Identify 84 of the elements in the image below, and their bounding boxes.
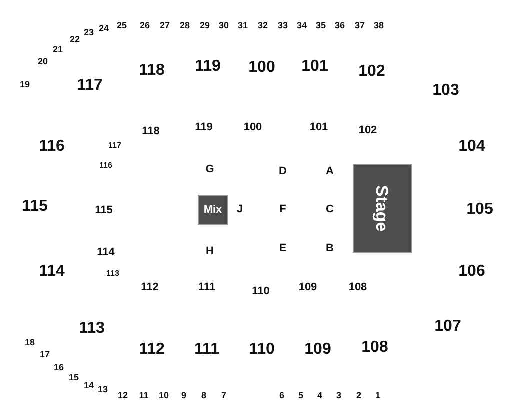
section-letter: J	[236, 204, 244, 216]
row-number: 29	[200, 22, 210, 30]
section-number: 116	[100, 162, 112, 170]
section-number: 118	[139, 63, 165, 79]
row-number: 14	[84, 382, 94, 390]
row-number: 5	[298, 392, 304, 400]
section-letter: H	[206, 246, 214, 258]
row-number: 22	[70, 36, 80, 44]
row-number: 15	[69, 374, 79, 382]
row-number: 9	[182, 392, 186, 400]
section-number: 101	[310, 122, 328, 134]
row-number: 7	[222, 392, 226, 400]
row-number: 25	[117, 22, 127, 30]
row-number: 30	[219, 22, 229, 30]
section-number: 119	[195, 59, 221, 75]
section-number: 114	[97, 248, 115, 258]
section-number: 103	[432, 83, 460, 99]
section-letter: G	[206, 164, 214, 176]
row-number: 35	[316, 22, 326, 30]
row-number: 16	[54, 364, 64, 372]
section-number: 111	[194, 342, 220, 358]
section-number: 108	[362, 340, 388, 356]
row-number: 32	[258, 22, 268, 30]
row-number: 23	[84, 28, 94, 38]
section-number: 100	[248, 60, 276, 76]
section-number: 100	[244, 122, 262, 134]
section-number: 116	[39, 139, 65, 155]
section-number: 105	[466, 202, 494, 218]
section-number: 115	[22, 199, 48, 215]
section-letter: F	[280, 204, 286, 216]
row-number: 21	[53, 46, 63, 54]
row-number: 17	[40, 350, 50, 360]
section-number: 109	[304, 342, 332, 358]
row-number: 28	[180, 22, 190, 30]
section-number: 106	[458, 264, 486, 280]
section-number: 117	[108, 142, 122, 150]
section-letter: E	[279, 244, 287, 254]
row-number: 24	[99, 24, 109, 34]
row-number: 37	[355, 22, 365, 30]
row-number: 33	[278, 22, 288, 30]
section-number: 115	[95, 206, 113, 216]
row-number: 2	[356, 392, 362, 400]
row-number: 27	[160, 22, 170, 30]
section-number: 104	[458, 139, 486, 155]
section-number: 114	[39, 264, 65, 280]
row-number: 20	[38, 58, 48, 66]
section-number: 113	[79, 321, 105, 337]
row-number: 34	[297, 22, 307, 30]
row-number: 26	[140, 22, 150, 30]
row-number: 1	[376, 392, 380, 400]
section-number: 102	[358, 64, 386, 80]
row-number: 6	[280, 392, 284, 400]
section-number: 118	[142, 126, 160, 138]
section-number: 113	[106, 270, 120, 278]
row-number: 13	[98, 386, 108, 394]
section-number: 111	[198, 282, 216, 294]
row-number: 11	[139, 392, 149, 400]
row-number: 10	[159, 392, 169, 400]
section-number: 102	[358, 126, 378, 136]
section-letter: A	[326, 166, 334, 178]
row-number: 3	[336, 392, 342, 400]
section-letter: B	[326, 244, 334, 254]
row-number: 12	[118, 392, 128, 400]
section-number: 112	[139, 342, 165, 358]
row-number: 36	[335, 22, 345, 30]
section-number: 101	[302, 59, 328, 75]
section-number: 110	[249, 342, 275, 358]
section-number: 107	[434, 319, 462, 335]
mix-position-box: Mix	[198, 195, 228, 225]
section-number: 119	[195, 122, 213, 134]
section-number: 109	[298, 282, 318, 294]
stage-block: Stage	[353, 164, 412, 253]
row-number: 19	[20, 80, 30, 90]
section-letter: C	[326, 204, 334, 216]
row-number: 4	[318, 392, 322, 400]
section-number: 110	[252, 286, 270, 298]
row-number: 8	[202, 392, 206, 400]
row-number: 38	[374, 22, 384, 30]
section-number: 112	[141, 282, 159, 294]
section-number: 108	[348, 282, 368, 294]
row-number: 18	[25, 338, 35, 348]
section-letter: D	[279, 166, 287, 178]
row-number: 31	[238, 22, 248, 30]
section-number: 117	[77, 78, 103, 94]
